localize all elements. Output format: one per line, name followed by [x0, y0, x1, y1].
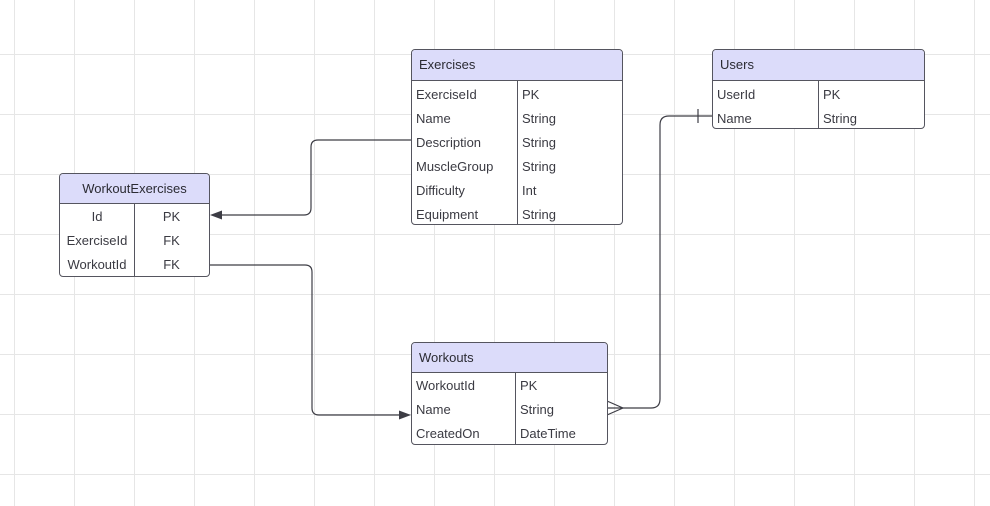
- field-name: Name: [717, 111, 752, 126]
- field-name: Description: [416, 135, 482, 150]
- entity-exercises[interactable]: Exercises ExerciseId PK Name String Desc…: [411, 49, 623, 225]
- entity-title-workouts: Workouts: [412, 343, 607, 373]
- field-type: String: [522, 207, 556, 222]
- field-name: Equipment: [416, 207, 479, 222]
- arrowhead-icon: [399, 410, 411, 420]
- table-row: Description String: [412, 131, 622, 155]
- field-type: String: [522, 111, 556, 126]
- connector-workoutexercises-to-workouts[interactable]: [210, 264, 399, 416]
- field-name: MuscleGroup: [416, 159, 494, 174]
- field-name: WorkoutId: [416, 378, 476, 393]
- connector-exercises-to-workoutexercises[interactable]: [222, 139, 411, 216]
- field-name: ExerciseId: [66, 233, 128, 248]
- field-name: ExerciseId: [416, 87, 477, 102]
- field-name: WorkoutId: [67, 257, 127, 272]
- field-type: PK: [823, 87, 841, 102]
- column-divider: [134, 204, 135, 276]
- entity-workouts[interactable]: Workouts WorkoutId PK Name String Create…: [411, 342, 608, 445]
- column-divider: [517, 81, 518, 224]
- field-name: UserId: [717, 87, 756, 102]
- field-type: String: [522, 135, 556, 150]
- field-type: Int: [522, 183, 537, 198]
- field-type: PK: [522, 87, 540, 102]
- field-name: Id: [91, 209, 103, 224]
- field-name: Name: [416, 402, 451, 417]
- table-row: Name String: [412, 107, 622, 131]
- column-divider: [515, 373, 516, 444]
- entity-users[interactable]: Users UserId PK Name String: [712, 49, 925, 129]
- table-row: WorkoutId FK: [60, 253, 209, 276]
- table-row: MuscleGroup String: [412, 155, 622, 179]
- table-row: Difficulty Int: [412, 179, 622, 203]
- crows-foot-many-icon: [606, 400, 624, 416]
- field-type: DateTime: [520, 426, 576, 441]
- entity-title-workoutexercises: WorkoutExercises: [60, 174, 209, 204]
- field-type: FK: [163, 257, 180, 272]
- table-row: Equipment String: [412, 203, 622, 224]
- entity-title-users: Users: [713, 50, 924, 81]
- entity-title-exercises: Exercises: [412, 50, 622, 81]
- table-row: WorkoutId PK: [412, 374, 607, 398]
- table-row: UserId PK: [713, 83, 924, 107]
- field-type: String: [522, 159, 556, 174]
- table-row: ExerciseId PK: [412, 83, 622, 107]
- field-name: CreatedOn: [416, 426, 480, 441]
- connector-users-to-workouts[interactable]: [607, 115, 712, 409]
- table-row: ExerciseId FK: [60, 229, 209, 253]
- entity-workoutexercises[interactable]: WorkoutExercises Id PK ExerciseId FK Wor…: [59, 173, 210, 277]
- table-row: Name String: [412, 398, 607, 422]
- field-type: FK: [163, 233, 180, 248]
- table-row: Id PK: [60, 205, 209, 229]
- field-name: Name: [416, 111, 451, 126]
- field-type: PK: [520, 378, 538, 393]
- field-name: Difficulty: [416, 183, 465, 198]
- table-row: Name String: [713, 107, 924, 128]
- table-row: CreatedOn DateTime: [412, 422, 607, 444]
- field-type: PK: [162, 209, 181, 224]
- arrowhead-icon: [210, 210, 222, 220]
- field-type: String: [823, 111, 857, 126]
- field-type: String: [520, 402, 554, 417]
- column-divider: [818, 81, 819, 128]
